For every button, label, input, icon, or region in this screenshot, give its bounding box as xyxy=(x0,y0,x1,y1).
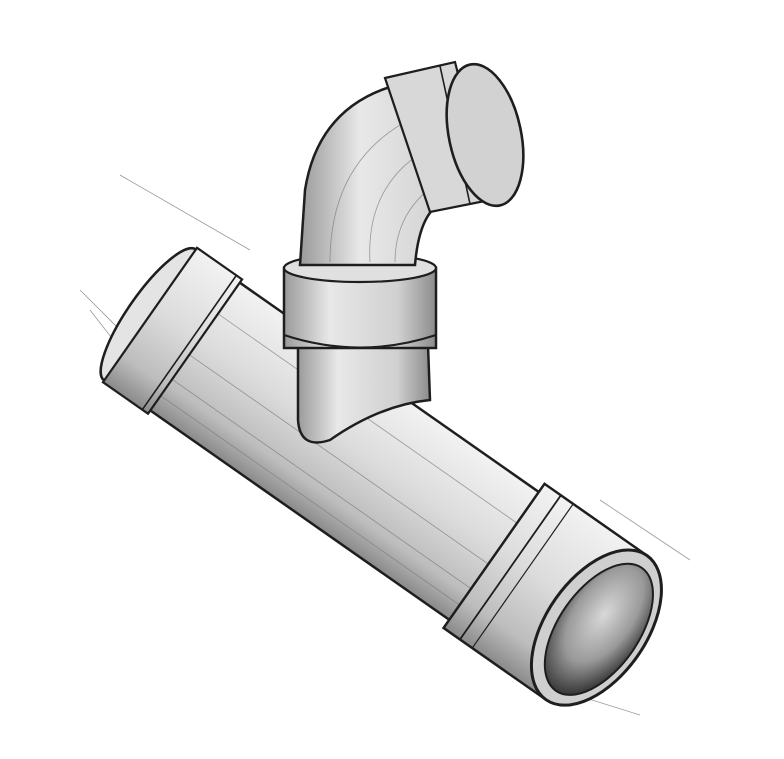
main-pipe xyxy=(99,246,663,707)
branch-pipe xyxy=(282,60,525,444)
